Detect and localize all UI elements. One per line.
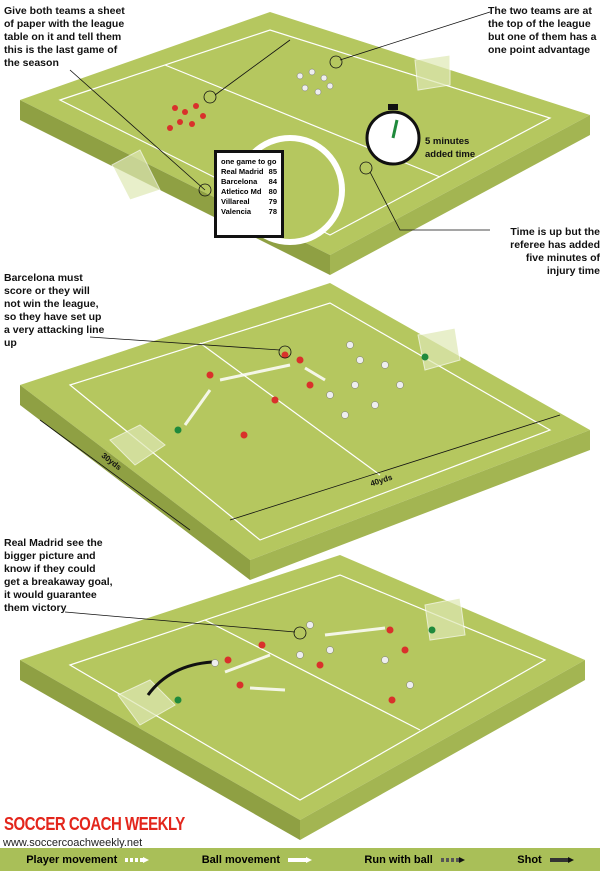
team: Barcelona <box>221 177 258 186</box>
dashed-white-arrow-icon <box>125 856 150 863</box>
table-row: Villareal 79 <box>221 197 277 207</box>
points: 79 <box>268 197 277 206</box>
legend-run-with-ball: Run with ball <box>364 853 465 866</box>
legend: Player movement Ball movement Run with b… <box>0 848 600 871</box>
team: Atletico Md <box>221 187 262 196</box>
legend-label: Run with ball <box>364 853 433 866</box>
note-barcelona: Barcelona must score or they will not wi… <box>4 272 105 349</box>
note-top-of-league: The two teams are at the top of the leag… <box>488 5 597 56</box>
legend-label: Shot <box>517 853 542 866</box>
clipboard-title: one game to go <box>221 157 277 166</box>
legend-shot: Shot <box>517 853 574 866</box>
legend-label: Player movement <box>26 853 118 866</box>
table-row: Valencia 78 <box>221 207 277 217</box>
points: 85 <box>268 167 277 176</box>
legend-player-movement: Player movement <box>26 853 150 866</box>
table-row: Real Madrid 85 <box>221 167 277 177</box>
team: Villareal <box>221 197 250 206</box>
brand-logo: SOCCER COACH WEEKLY <box>4 814 185 835</box>
points: 84 <box>268 177 277 186</box>
pitch-3 <box>20 555 585 840</box>
dashed-dark-arrow-icon <box>440 856 465 863</box>
legend-ball-movement: Ball movement <box>202 854 312 866</box>
points: 80 <box>268 187 277 196</box>
league-table-clipboard: one game to go Real Madrid 85 Barcelona 84… <box>214 150 284 238</box>
dark-arrow-icon <box>549 856 574 863</box>
table-row: Atletico Md 80 <box>221 187 277 197</box>
team: Real Madrid <box>221 167 264 176</box>
note-time-up: Time is up but the referee has added fiv… <box>510 226 600 277</box>
points: 78 <box>268 207 277 216</box>
white-arrow-icon <box>287 856 312 863</box>
note-league-table: Give both teams a sheet of paper with th… <box>4 5 125 69</box>
note-real-madrid: Real Madrid see the bigger picture and k… <box>4 537 113 614</box>
table-row: Barcelona 84 <box>221 177 277 187</box>
note-added-time: 5 minutes added time <box>425 136 476 160</box>
team: Valencia <box>221 207 252 216</box>
pitch-2 <box>20 283 590 580</box>
legend-label: Ball movement <box>201 853 280 866</box>
brand-url: www.soccercoachweekly.net <box>3 837 143 849</box>
